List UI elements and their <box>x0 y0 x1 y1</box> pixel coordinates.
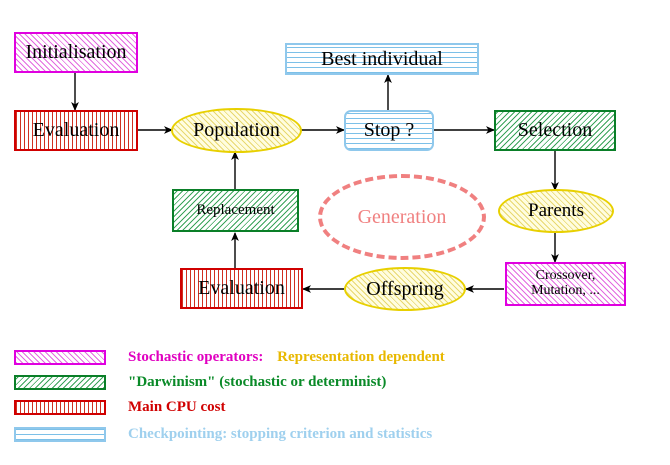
legend-row-cpu-cost: Main CPU cost <box>14 398 226 416</box>
legend-swatch-magenta-diagonal <box>14 349 106 365</box>
node-replacement[interactable]: Replacement <box>172 189 299 232</box>
node-parents-label: Parents <box>528 200 584 222</box>
node-selection[interactable]: Selection <box>494 110 616 151</box>
node-crossover-mutation[interactable]: Crossover, Mutation, ... <box>505 262 626 306</box>
node-stop[interactable]: Stop ? <box>344 110 434 151</box>
node-replacement-label: Replacement <box>196 201 275 218</box>
node-initialisation[interactable]: Initialisation <box>14 32 138 73</box>
legend-stochastic-primary: Stochastic operators: <box>128 348 264 365</box>
node-population-label: Population <box>193 119 280 141</box>
node-evaluation-bottom-label: Evaluation <box>198 277 285 299</box>
node-evaluation-top[interactable]: Evaluation <box>14 110 138 151</box>
legend-row-stochastic: Stochastic operators: Representation dep… <box>14 348 445 366</box>
node-crossover-line1: Crossover, <box>535 268 596 284</box>
legend-row-darwinism: "Darwinism" (stochastic or determinist) <box>14 373 386 391</box>
node-evaluation-top-label: Evaluation <box>32 119 120 141</box>
legend-stochastic-secondary: Representation dependent <box>277 348 445 365</box>
node-offspring-label: Offspring <box>366 277 444 300</box>
node-stop-label: Stop ? <box>363 119 415 141</box>
node-parents[interactable]: Parents <box>498 189 614 233</box>
legend-text-checkpointing: Checkpointing: stopping criterion and st… <box>128 425 433 442</box>
legend-swatch-red-vertical <box>14 399 106 415</box>
legend-swatch-blue-horizontal <box>14 426 106 442</box>
node-selection-label: Selection <box>517 119 593 141</box>
legend-text-cpu-cost: Main CPU cost <box>128 398 226 415</box>
node-best-individual[interactable]: Best individual <box>285 43 479 75</box>
generation-ellipse: Generation <box>318 174 486 260</box>
node-best-individual-label: Best individual <box>321 47 443 70</box>
node-initialisation-label: Initialisation <box>25 41 127 63</box>
node-population[interactable]: Population <box>171 108 302 153</box>
generation-label: Generation <box>357 205 447 228</box>
legend-swatch-green-diagonal <box>14 374 106 390</box>
node-evaluation-bottom[interactable]: Evaluation <box>180 268 303 309</box>
legend-text-darwinism: "Darwinism" (stochastic or determinist) <box>128 373 387 390</box>
legend-row-checkpointing: Checkpointing: stopping criterion and st… <box>14 425 432 443</box>
node-crossover-line2: Mutation, ... <box>531 283 600 298</box>
node-offspring[interactable]: Offspring <box>344 267 466 311</box>
legend-text-stochastic: Stochastic operators: Representation dep… <box>128 349 445 366</box>
